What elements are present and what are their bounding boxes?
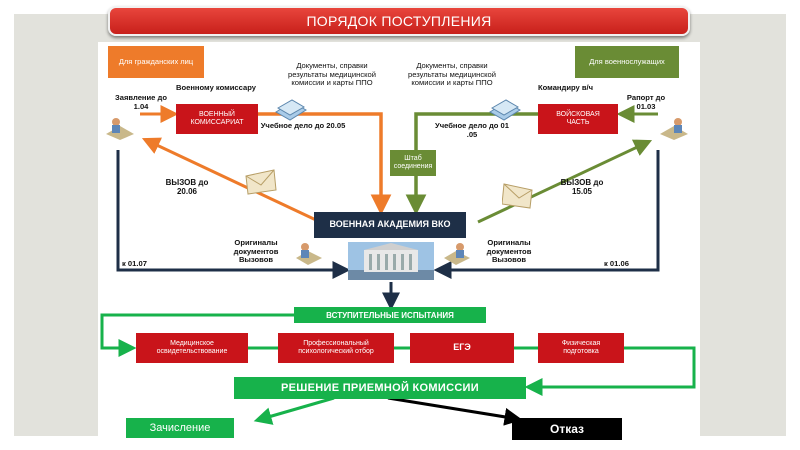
exam-psychological: Профессиональный психологический отбор	[278, 333, 394, 363]
documents-stack-icon	[489, 99, 521, 121]
military-report: Рапорт до 01.03	[626, 93, 666, 111]
refusal-box: Отказ	[512, 418, 622, 440]
person-at-desk-icon	[444, 243, 470, 265]
civil-application: Заявление до 1.04	[115, 93, 167, 111]
civil-documents: Документы, справки результаты медицинско…	[288, 61, 376, 88]
arrow-to-enrollment	[253, 396, 335, 425]
academy-box: ВОЕННАЯ АКАДЕМИЯ ВКО	[314, 212, 466, 238]
page-title: ПОРЯДОК ПОСТУПЛЕНИЯ	[108, 6, 690, 36]
civil-deadline: к 01.07	[122, 259, 147, 268]
civil-originals: Оригиналы документов Вызовов	[233, 238, 279, 265]
civil-call: ВЫЗОВ до 20.06	[165, 178, 209, 197]
military-label: Для военнослужащих	[575, 46, 679, 78]
person-at-desk-icon	[106, 118, 134, 140]
documents-stack-icon	[275, 99, 307, 121]
entrance-exams-box: ВСТУПИТЕЛЬНЫЕ ИСПЫТАНИЯ	[294, 307, 486, 323]
arrow-to-refusal	[387, 396, 523, 426]
arrow-military-originals	[433, 150, 660, 279]
military-documents: Документы, справки результаты медицинско…	[408, 61, 496, 88]
envelope-icon	[245, 169, 277, 195]
connector-lines	[100, 105, 696, 426]
arrow-civil-call	[141, 137, 317, 222]
military-originals: Оригиналы документов Вызовов	[486, 238, 532, 265]
civil-case-file: Учебное дело до 20.05	[260, 121, 346, 130]
exam-medical: Медицинское освидетельствование	[136, 333, 248, 363]
exam-unified-state: ЕГЭ	[410, 333, 514, 363]
arrow-civil-originals	[116, 150, 351, 279]
enrollment-box: Зачисление	[126, 418, 234, 438]
person-at-desk-icon	[660, 118, 688, 140]
envelope-icon	[502, 183, 533, 209]
arrow-military-call	[477, 139, 653, 224]
person-at-desk-icon	[296, 243, 322, 265]
military-case-file: Учебное дело до 01 .05	[434, 121, 510, 139]
commissariat-box: ВОЕННЫЙ КОМИССАРИАТ	[176, 104, 258, 134]
hq-box: Штаб соединения	[390, 150, 436, 176]
military-call: ВЫЗОВ до 15.05	[560, 178, 604, 197]
arrow-exams-to-decision	[524, 346, 696, 396]
arrow-exams-start	[100, 313, 294, 357]
commission-decision-box: РЕШЕНИЕ ПРИЕМНОЙ КОМИССИИ	[234, 377, 526, 399]
military-deadline: к 01.06	[604, 259, 629, 268]
exam-physical: Физическая подготовка	[538, 333, 624, 363]
civil-label: Для гражданских лиц	[108, 46, 204, 78]
academy-building-icon	[348, 242, 434, 280]
admission-diagram: Для гражданских лиц Для военнослужащих З…	[98, 42, 700, 440]
civil-to-commissar: Военному комиссару	[176, 83, 256, 92]
military-to-commander: Командиру в/ч	[538, 83, 594, 92]
military-unit-box: ВОЙСКОВАЯ ЧАСТЬ	[538, 104, 618, 134]
